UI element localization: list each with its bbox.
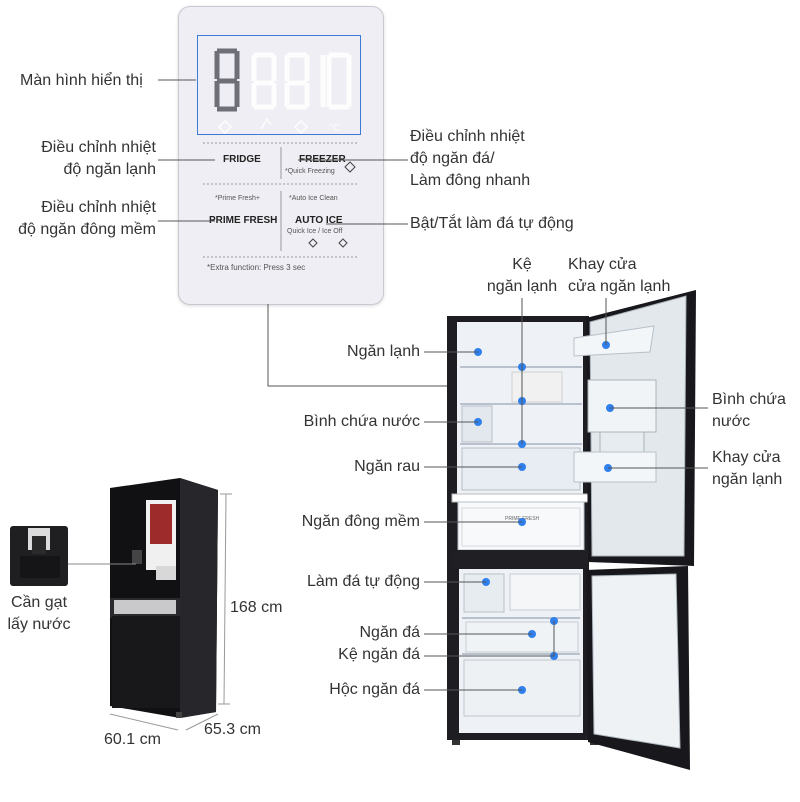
display-digits-graphic: °C — [203, 48, 359, 258]
label-auto-ice-toggle: Bật/Tắt làm đá tự động — [410, 215, 574, 232]
label-water-lever: Cần gạt lấy nước — [6, 592, 72, 636]
label-fridge-shelf-line1: Kệ — [512, 256, 532, 273]
label-vegetable-drawer: Ngăn rau — [354, 458, 420, 475]
label-door-tray-bottom-line2: ngăn lạnh — [712, 471, 783, 488]
prime-fresh-button-label: PRIME FRESH — [209, 215, 278, 226]
label-soft-temp-line2: độ ngăn đông mềm — [18, 221, 156, 238]
prime-fresh-plus-label: *Prime Fresh+ — [215, 195, 260, 202]
display-highlight-box — [197, 35, 361, 135]
fridge-button-label: FRIDGE — [223, 154, 261, 165]
label-soft-freeze: Ngăn đông mềm — [301, 513, 420, 530]
label-freezer-temp-line1: Điều chỉnh nhiệt — [410, 128, 525, 145]
label-soft-temp: Điều chỉnh nhiệt độ ngăn đông mềm — [18, 197, 156, 241]
label-fridge-temp: Điều chỉnh nhiệt độ ngăn lạnh — [41, 137, 156, 181]
label-water-tank-door-line1: Bình chứa — [712, 391, 786, 408]
label-water-tank: Bình chứa nước — [303, 413, 420, 430]
label-door-tray-top: Khay cửa cửa ngăn lạnh — [568, 254, 670, 298]
label-freezer-temp-line3: Làm đông nhanh — [410, 172, 531, 189]
quick-ice-off-label: Quick Ice / Ice Off — [287, 228, 343, 235]
label-water-lever-line2: lấy nước — [7, 616, 71, 633]
label-freezer-temp: Điều chỉnh nhiệt độ ngăn đá/ Làm đông nh… — [410, 126, 530, 192]
label-door-tray-top-line2: cửa ngăn lạnh — [568, 278, 671, 295]
lever-closeup — [10, 526, 68, 586]
label-fridge-temp-line2: độ ngăn lạnh — [63, 161, 156, 178]
control-panel: °C FRIDGE FREEZER *Quick Freezing *Prime… — [178, 6, 384, 305]
label-auto-ice-maker: Làm đá tự động — [306, 573, 420, 590]
label-soft-temp-line1: Điều chỉnh nhiệt — [41, 199, 156, 216]
label-ice-drawer: Hộc ngăn đá — [329, 681, 420, 698]
svg-text:°C: °C — [329, 123, 340, 134]
dimension-width: 60.1 cm — [104, 731, 161, 748]
label-freezer-temp-line2: độ ngăn đá/ — [410, 150, 495, 167]
label-water-tank-door: Bình chứa nước — [712, 389, 786, 433]
label-fridge-compartment: Ngăn lạnh — [347, 343, 420, 360]
label-fridge-temp-line1: Điều chỉnh nhiệt — [41, 139, 156, 156]
extra-function-label: *Extra function: Press 3 sec — [207, 263, 306, 272]
dimension-depth: 65.3 cm — [204, 721, 261, 738]
label-freezer-compartment: Ngăn đá — [359, 624, 421, 641]
closed-fridge-drawing — [64, 478, 232, 731]
quick-freezing-label: *Quick Freezing — [285, 168, 335, 175]
label-water-lever-line1: Cần gạt — [10, 594, 68, 611]
label-water-tank-door-line2: nước — [712, 413, 751, 430]
open-fridge-drawing: PRIME FRESH — [447, 290, 696, 770]
label-fridge-shelf: Kệ ngăn lạnh — [478, 254, 566, 298]
dimension-height: 168 cm — [230, 599, 283, 616]
auto-ice-clean-label: *Auto Ice Clean — [289, 195, 338, 202]
auto-ice-button-label: AUTO ICE — [295, 215, 343, 226]
label-fridge-shelf-line2: ngăn lạnh — [486, 278, 558, 295]
label-display: Màn hình hiển thị — [20, 72, 143, 89]
label-freezer-shelf: Kệ ngăn đá — [338, 646, 420, 663]
label-door-tray-top-line1: Khay cửa — [568, 256, 637, 273]
label-door-tray-bottom: Khay cửa ngăn lạnh — [712, 447, 782, 491]
label-door-tray-bottom-line1: Khay cửa — [712, 449, 781, 466]
